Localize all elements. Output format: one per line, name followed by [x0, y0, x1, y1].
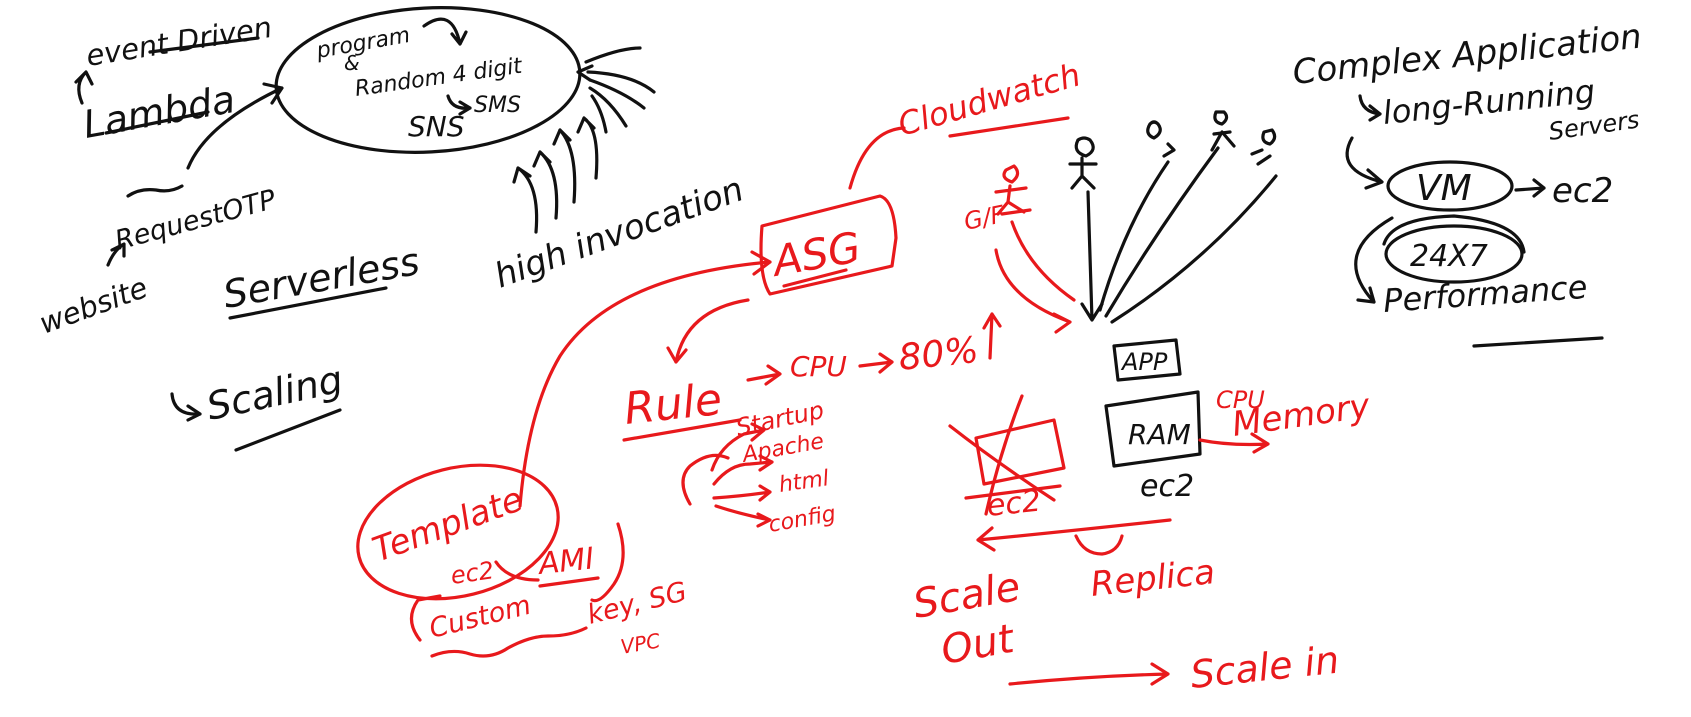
ampersand-label: & [344, 51, 360, 75]
serverless-underline [228, 286, 388, 320]
custom-wave-underline [430, 626, 588, 658]
crossed-ec2-box [974, 418, 1066, 486]
vpc-label: VPC [619, 628, 662, 659]
user-request-arrow-1 [1080, 190, 1104, 322]
ram-box [1104, 390, 1202, 468]
ram-label: RAM [1128, 418, 1191, 451]
replica-label: Replica [1089, 552, 1217, 605]
g-f-arrow-1 [1010, 220, 1076, 302]
lambda-label: Lambda [80, 77, 238, 147]
request-otp-underline [126, 184, 184, 198]
app-label: APP [1120, 348, 1168, 376]
to-performance-arrow [1354, 216, 1394, 304]
crossed-ec2-label: ec2 [985, 483, 1042, 523]
template-to-asg-arrow [518, 250, 772, 508]
lambda-underline [104, 110, 210, 135]
request-otp-label: RequestOTP [112, 184, 280, 257]
sms-label: SMS [474, 93, 521, 118]
ec2-scaling-section: G/F APP RAM ec2 CPU Memory ec2 Replica S… [910, 110, 1373, 697]
always-on-ellipse [1384, 224, 1524, 284]
always-on-label: 24X7 [1410, 239, 1488, 274]
rule-to-cpu-arrow [746, 364, 782, 386]
performance-underline [1472, 336, 1604, 348]
config-label: config [767, 502, 838, 538]
rule-underline [622, 418, 742, 442]
user-request-arrow-4 [1110, 174, 1278, 324]
user-request-arrow-3 [1104, 146, 1220, 318]
scale-out-arrow [976, 518, 1172, 552]
event-driven-arrow [74, 70, 94, 105]
incoming-request-arrows [512, 46, 656, 234]
g-f-label: G/F [961, 200, 1008, 236]
scaling-arrow [170, 392, 202, 422]
scaling-label: Scaling [203, 357, 347, 429]
vm-to-ec2-arrow [1514, 178, 1546, 198]
out-label: Out [938, 616, 1019, 674]
crossed-ec2-x-2 [984, 394, 1024, 516]
request-otp-arrow [106, 242, 126, 267]
scale-in-arrow [1008, 662, 1170, 686]
complex-app-section: Complex Application long-Running Servers… [1291, 17, 1644, 348]
cloudwatch-underline [948, 116, 1070, 138]
template-ellipse [356, 463, 560, 601]
ami-bracket [494, 522, 625, 603]
html-label: html [777, 466, 830, 498]
vm-ellipse [1386, 160, 1514, 212]
ec2-label: ec2 [1140, 469, 1194, 504]
digit-to-sms-arrow [446, 94, 472, 116]
custom-bracket [409, 594, 442, 642]
asg-to-rule-arrow [666, 298, 750, 364]
key-sg-label: key, SG [584, 576, 690, 631]
cpu-label: CPU [790, 350, 847, 383]
template-ec2-label: ec2 [449, 556, 496, 590]
cpu-threshold-label: 80% [897, 330, 981, 379]
red-user-figure [994, 164, 1032, 216]
ami-underline [538, 576, 600, 588]
ami-label: AMI [535, 541, 596, 582]
to-vm-arrow [1345, 136, 1384, 190]
always-on-outer-ring [1382, 214, 1526, 254]
high-invocation-label: high invocation [489, 169, 748, 296]
scale-in-label: Scale in [1188, 638, 1341, 697]
complex-to-long-running-arrow [1358, 94, 1382, 122]
crossed-ec2-underline [964, 484, 1062, 500]
user-figures [1068, 110, 1277, 190]
scaling-underline [234, 408, 342, 452]
asg-section: Cloudwatch ASG Rule CPU 80% Startup Apac… [356, 55, 1085, 659]
ram-to-cpu-memory-arrow [1198, 432, 1270, 454]
vm-ec2-label: ec2 [1552, 171, 1613, 211]
serverless-label: Serverless [220, 239, 423, 317]
cloudwatch-to-asg-line [848, 126, 906, 190]
website-label: website [35, 270, 152, 340]
user-data-bracket [681, 422, 774, 528]
event-driven-label: event Driven [84, 10, 275, 73]
cpu-memory-cpu-label: CPU [1216, 386, 1265, 414]
replica-bracket [1074, 534, 1124, 556]
cpu-to-threshold-arrow [858, 352, 894, 374]
program-loop-arrow [422, 17, 468, 46]
g-f-arrow-2 [994, 248, 1072, 334]
threshold-up-arrow [982, 312, 1002, 360]
asg-underline [782, 268, 848, 288]
request-to-lambda-arrow [186, 82, 284, 170]
sns-label: SNS [408, 110, 465, 143]
event-driven-underline [148, 36, 260, 54]
user-request-arrow-2 [1098, 160, 1170, 312]
vm-label: VM [1416, 168, 1472, 209]
app-box [1112, 338, 1182, 382]
